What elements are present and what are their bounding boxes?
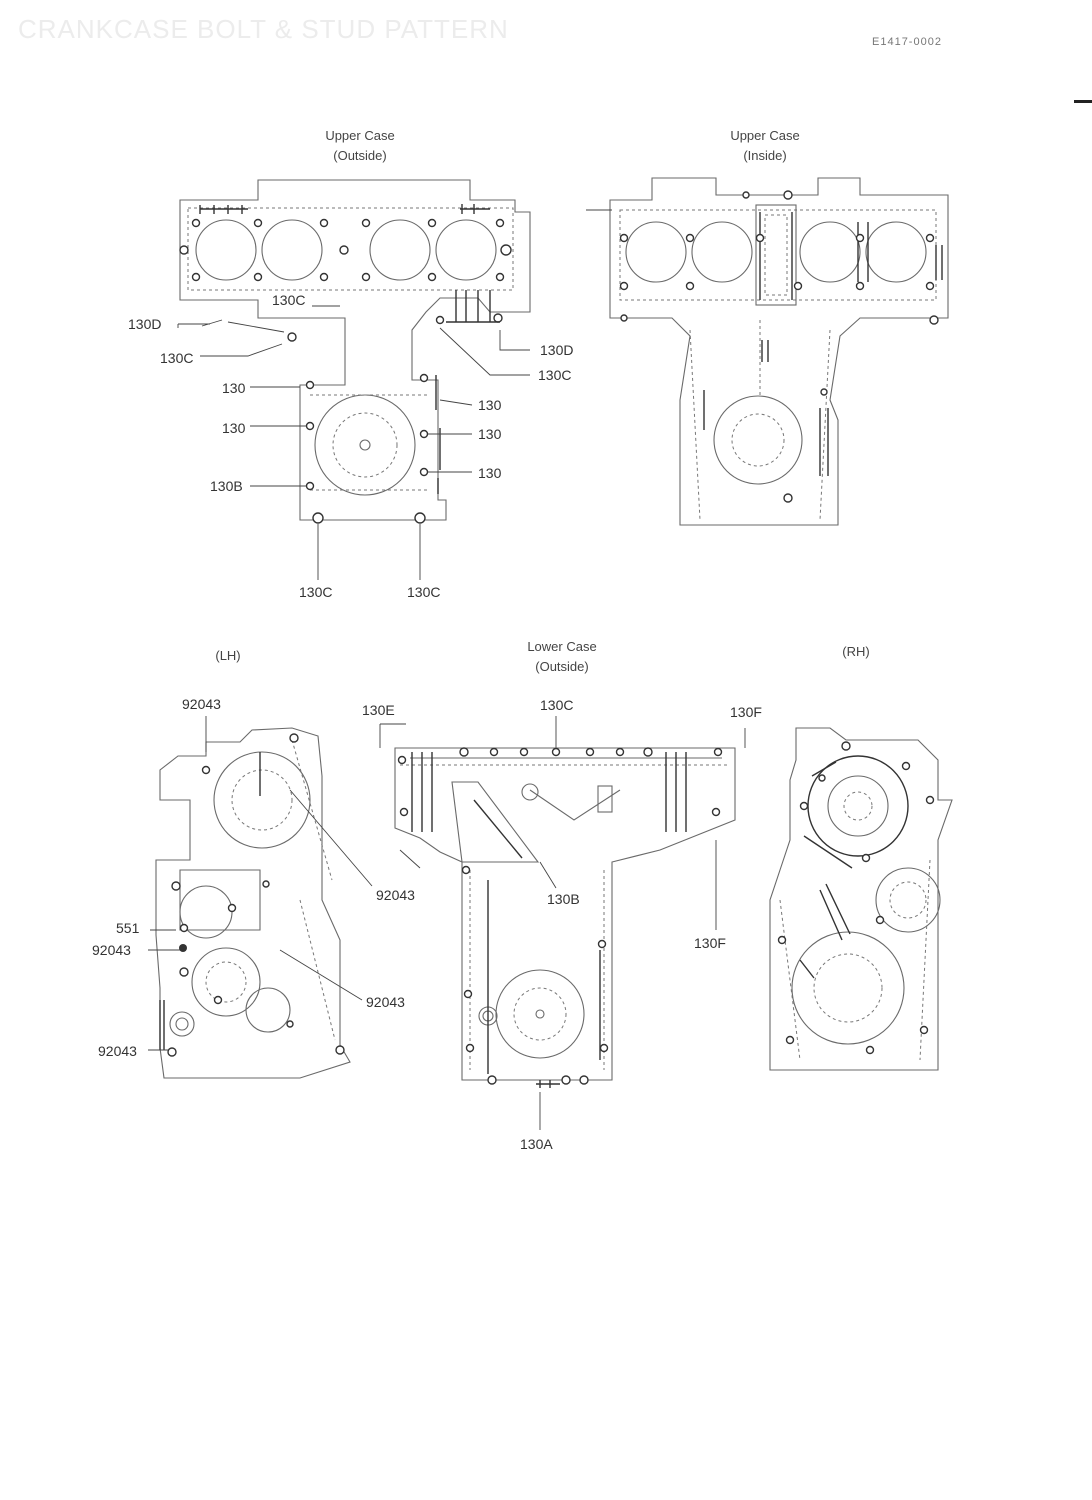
upper-outside-cylinder-bores: [195, 219, 497, 281]
callout-lower-92043-top: 92043: [182, 696, 221, 712]
drawing-code: E1417-0002: [872, 36, 942, 48]
callout-upper-130-right-a: 130: [478, 397, 502, 413]
caption-upper-inside: Upper Case (Inside): [705, 126, 825, 166]
callout-lower-130c: 130C: [540, 697, 574, 713]
edge-mark: [1074, 100, 1092, 103]
callout-lower-92043-left-a: 92043: [92, 942, 131, 958]
caption-lower-outside: Lower Case (Outside): [502, 637, 622, 677]
callout-lower-130a: 130A: [520, 1136, 553, 1152]
lower-outside-hatch: [411, 752, 687, 1088]
callout-lower-130f-bottom: 130F: [694, 935, 726, 951]
callout-lower-551: 551: [116, 920, 140, 936]
caption-lower-outside-line1: Lower Case: [527, 639, 597, 654]
upper-outside-bolts: [179, 218, 512, 524]
callout-lower-130e: 130E: [362, 702, 395, 718]
callout-lower-130b: 130B: [547, 891, 580, 907]
callout-lower-92043-mid: 92043: [376, 887, 415, 903]
callout-upper-130-left-b: 130: [222, 420, 246, 436]
upper-inside-cylinder-bores: [625, 221, 927, 283]
upper-inside-view: [586, 177, 949, 526]
callout-upper-130d-right: 130D: [540, 342, 574, 358]
lh-view-bolts: [167, 733, 345, 1057]
caption-upper-outside-line1: Upper Case: [325, 128, 395, 143]
callout-upper-130d-left: 130D: [128, 316, 162, 332]
caption-lower-outside-line2: (Outside): [535, 659, 589, 674]
callout-upper-130c-bottom-right: 130C: [407, 584, 441, 600]
upper-inside-bolts: [619, 190, 939, 503]
rh-view: [769, 727, 953, 1071]
caption-upper-inside-line1: Upper Case: [730, 128, 800, 143]
caption-rh: (RH): [842, 644, 870, 659]
callout-upper-130c-right: 130C: [538, 367, 572, 383]
callout-upper-130-right-b: 130: [478, 426, 502, 442]
caption-upper-outside-line2: (Outside): [333, 148, 387, 163]
caption-upper-inside-line2: (Inside): [743, 148, 787, 163]
rh-view-bolts: [777, 741, 935, 1055]
lh-view: [148, 716, 373, 1079]
caption-lh: (LH): [215, 648, 241, 663]
callout-lower-92043-left-b: 92043: [98, 1043, 137, 1059]
caption-upper-outside: Upper Case (Outside): [300, 126, 420, 166]
upper-outside-view: [177, 179, 531, 580]
callout-upper-130b: 130B: [210, 478, 243, 494]
callout-upper-130c-top: 130C: [272, 292, 306, 308]
page-title: CRANKCASE BOLT & STUD PATTERN: [18, 14, 509, 44]
callout-upper-130-right-c: 130: [478, 465, 502, 481]
callout-lower-130f-top: 130F: [730, 704, 762, 720]
lower-outside-view: [379, 716, 746, 1130]
callout-upper-130c-left: 130C: [160, 350, 194, 366]
callout-upper-130c-bottom-left: 130C: [299, 584, 333, 600]
callout-lower-92043-right: 92043: [366, 994, 405, 1010]
callout-upper-130-left-a: 130: [222, 380, 246, 396]
lower-outside-bolts: [397, 747, 723, 1085]
